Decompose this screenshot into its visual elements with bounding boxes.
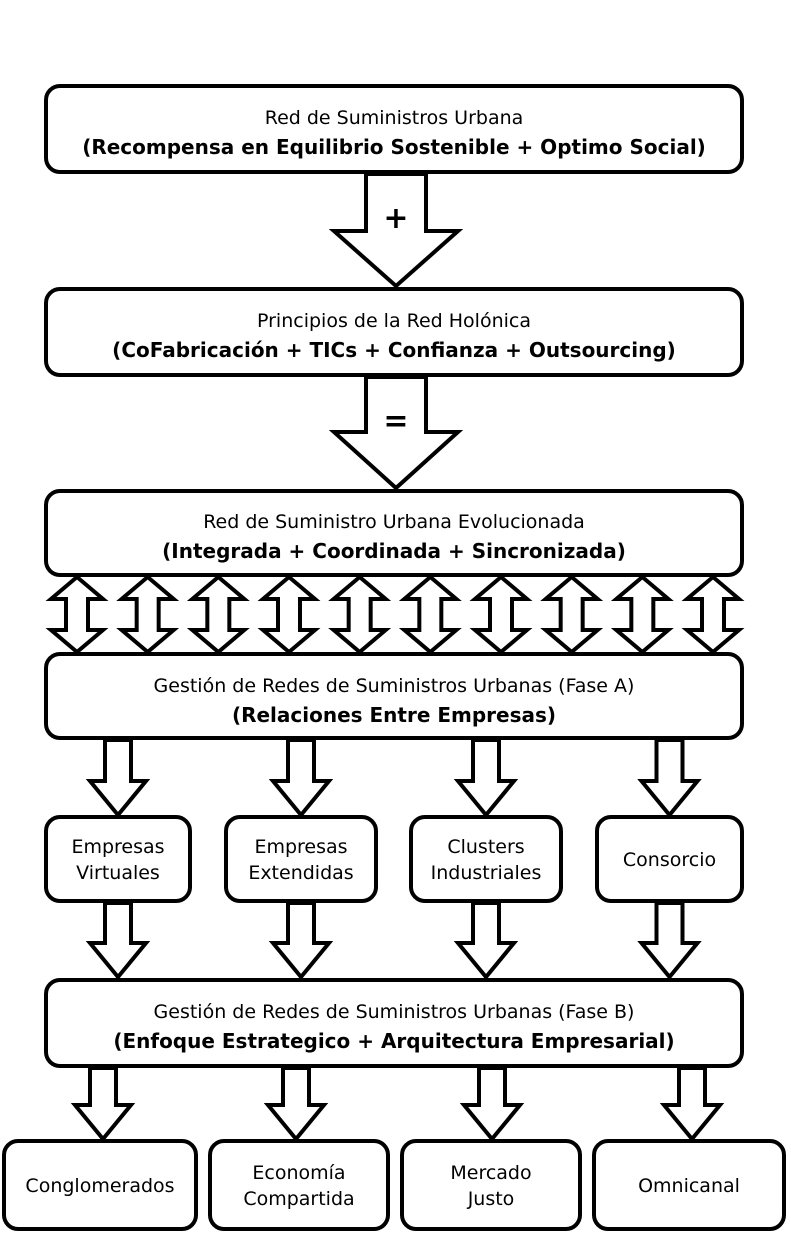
phase-b-title: Gestión de Redes de Suministros Urbanas … [154,1001,635,1023]
phase-b-children: ConglomeradosEconomíaCompartidaMercadoJu… [2,1066,786,1231]
double-arrow-icon [186,574,250,655]
bidirectional-arrows [45,574,745,655]
phase-b-subtitle: (Enfoque Estrategico + Arquitectura Empr… [113,1029,674,1053]
down-arrow-icon [328,172,464,289]
phase-a-child-label: Consorcio [623,849,716,871]
down-arrow-icon [268,738,334,819]
down-arrow-icon [637,738,702,819]
phase-b-child-label: Compartida [243,1188,354,1210]
plus-symbol: + [383,201,408,236]
principles-box: Principios de la Red Holónica (CoFabrica… [44,287,744,377]
phase-a-children: EmpresasVirtualesEmpresasExtendidasClust… [44,738,744,981]
down-arrow-icon [459,1066,525,1143]
phase-b-child-label: Justo [467,1188,515,1210]
equals-arrow: = [328,375,464,491]
double-arrow-icon [398,574,462,655]
down-arrow-icon [70,1066,136,1143]
double-arrow-icon [328,574,392,655]
down-arrow-icon [263,1066,329,1143]
phase-b-child-label: Economía [252,1162,345,1184]
top-box: Red de Suministros Urbana (Recompensa en… [44,84,744,174]
phase-a-box: Gestión de Redes de Suministros Urbanas … [44,652,744,740]
phase-a-child-item: Consorcio [595,815,744,903]
double-arrow-icon [681,574,745,655]
double-arrow-icon [45,574,109,655]
double-arrow-icon [469,574,533,655]
phase-a-child-label: Virtuales [76,862,160,884]
principles-box-subtitle: (CoFabricación + TICs + Confianza + Outs… [112,338,676,362]
phase-a-subtitle: (Relaciones Entre Empresas) [232,703,556,727]
phase-b-child-item: Omnicanal [592,1139,786,1231]
double-arrow-icon [610,574,674,655]
phase-a-title: Gestión de Redes de Suministros Urbanas … [154,675,635,697]
phase-b-child-label: Mercado [450,1162,531,1184]
top-box-subtitle: (Recompensa en Equilibrio Sostenible + O… [82,135,706,159]
phase-a-child-label: Empresas [71,836,164,858]
evolved-box-title: Red de Suministro Urbana Evolucionada [203,511,585,533]
phase-b-child-label: Conglomerados [25,1175,174,1197]
top-box-title: Red de Suministros Urbana [265,107,524,129]
down-arrow-icon [453,738,519,819]
down-arrow-icon [85,738,151,819]
phase-a-child-label: Empresas [254,836,347,858]
down-arrow-icon [85,901,151,981]
phase-b-box: Gestión de Redes de Suministros Urbanas … [44,978,744,1068]
principles-box-title: Principios de la Red Holónica [257,310,531,332]
phase-b-child-item: Conglomerados [2,1139,198,1231]
phase-a-child-label: Industriales [431,862,542,884]
down-arrow-icon [453,901,519,981]
double-arrow-icon [257,574,321,655]
evolved-box-subtitle: (Integrada + Coordinada + Sincronizada) [162,539,626,563]
down-arrow-icon [328,375,464,491]
down-arrow-icon [659,1066,725,1143]
double-arrow-icon [540,574,604,655]
down-arrow-icon [637,901,702,981]
equals-symbol: = [383,404,408,439]
phase-a-child-label: Clusters [447,836,524,858]
plus-arrow: + [328,172,464,289]
down-arrow-icon [268,901,334,981]
phase-a-child-label: Extendidas [248,862,353,884]
evolved-network-box: Red de Suministro Urbana Evolucionada (I… [44,489,744,577]
phase-b-child-label: Omnicanal [638,1175,740,1197]
double-arrow-icon [116,574,180,655]
